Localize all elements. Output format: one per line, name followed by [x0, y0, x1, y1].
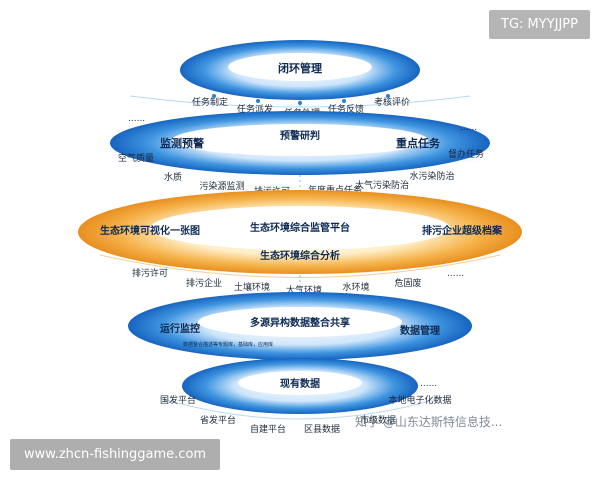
closed-loop-step: 考核评价	[374, 96, 410, 108]
closed-loop-title: 闭环管理	[278, 61, 322, 75]
warning-item: 空气质量	[118, 152, 154, 164]
platform-item: 土壤环境	[234, 281, 270, 293]
warning-more: ......	[128, 114, 145, 124]
platform-more: ......	[447, 269, 464, 279]
existing-item: 市级数据	[360, 414, 396, 426]
warning-left-label: 监测预警	[160, 136, 204, 150]
warning-item: 大气污染防治	[355, 179, 409, 191]
tier-existing: 现有数据 国发平台 省发平台 自建平台 区县数据 市级数据 本地电子化数据 ..…	[159, 358, 452, 435]
integration-right-label: 数据管理	[400, 324, 440, 337]
tier-closed-loop: 闭环管理 任务制定 任务派发 任务处理 任务反馈 考核评价	[129, 40, 471, 119]
existing-item: 区县数据	[304, 423, 340, 435]
warning-item: 水污染防治	[409, 170, 454, 182]
tier-warning: 预警研判 监测预警 重点任务 ...... ...... 空气质量 水质 污染源…	[110, 111, 490, 197]
existing-item: 国发平台	[160, 394, 196, 406]
watermark: 知乎 @山东达斯特信息技...	[355, 415, 503, 429]
integration-left-note: 数据整合描述等专题库，基础库，应用库	[183, 341, 273, 348]
integration-left-label: 运行监控	[160, 322, 200, 335]
closed-loop-step: 任务制定	[192, 96, 228, 108]
platform-item: 排污许可	[132, 267, 168, 279]
existing-more: ......	[420, 379, 437, 389]
warning-more-right: ......	[460, 123, 477, 133]
existing-item: 本地电子化数据	[388, 394, 451, 406]
platform-item: 水环境	[342, 281, 369, 293]
existing-item: 自建平台	[250, 423, 286, 435]
warning-center-label: 预警研判	[280, 129, 320, 142]
corner-tag: TG: MYYJJPP	[489, 10, 590, 39]
platform-right-label: 排污企业超级档案	[422, 224, 503, 237]
platform-center-label: 生态环境综合监管平台	[250, 221, 350, 234]
platform-sub-label: 生态环境综合分析	[260, 249, 340, 262]
platform-item: 危固废	[394, 277, 421, 289]
warning-right-label: 重点任务	[396, 136, 441, 150]
tier-platform: 生态环境综合监管平台 生态环境可视化一张图 排污企业超级档案 生态环境综合分析 …	[78, 190, 522, 296]
integration-center-label: 多源异构数据整合共享	[250, 316, 350, 329]
existing-center-label: 现有数据	[280, 377, 320, 390]
platform-item: 排污企业	[186, 277, 222, 289]
warning-item: 水质	[164, 171, 182, 183]
platform-left-label: 生态环境可视化一张图	[100, 224, 200, 237]
existing-item: 省发平台	[200, 414, 236, 426]
tier-integration: 多源异构数据整合共享 运行监控 数据整合描述等专题库，基础库，应用库 数据管理	[128, 292, 472, 360]
warning-item: 督办任务	[448, 148, 484, 160]
footer-url-link[interactable]: www.zhcn-fishinggame.com	[10, 439, 221, 470]
warning-item: 污染源监测	[199, 180, 244, 192]
